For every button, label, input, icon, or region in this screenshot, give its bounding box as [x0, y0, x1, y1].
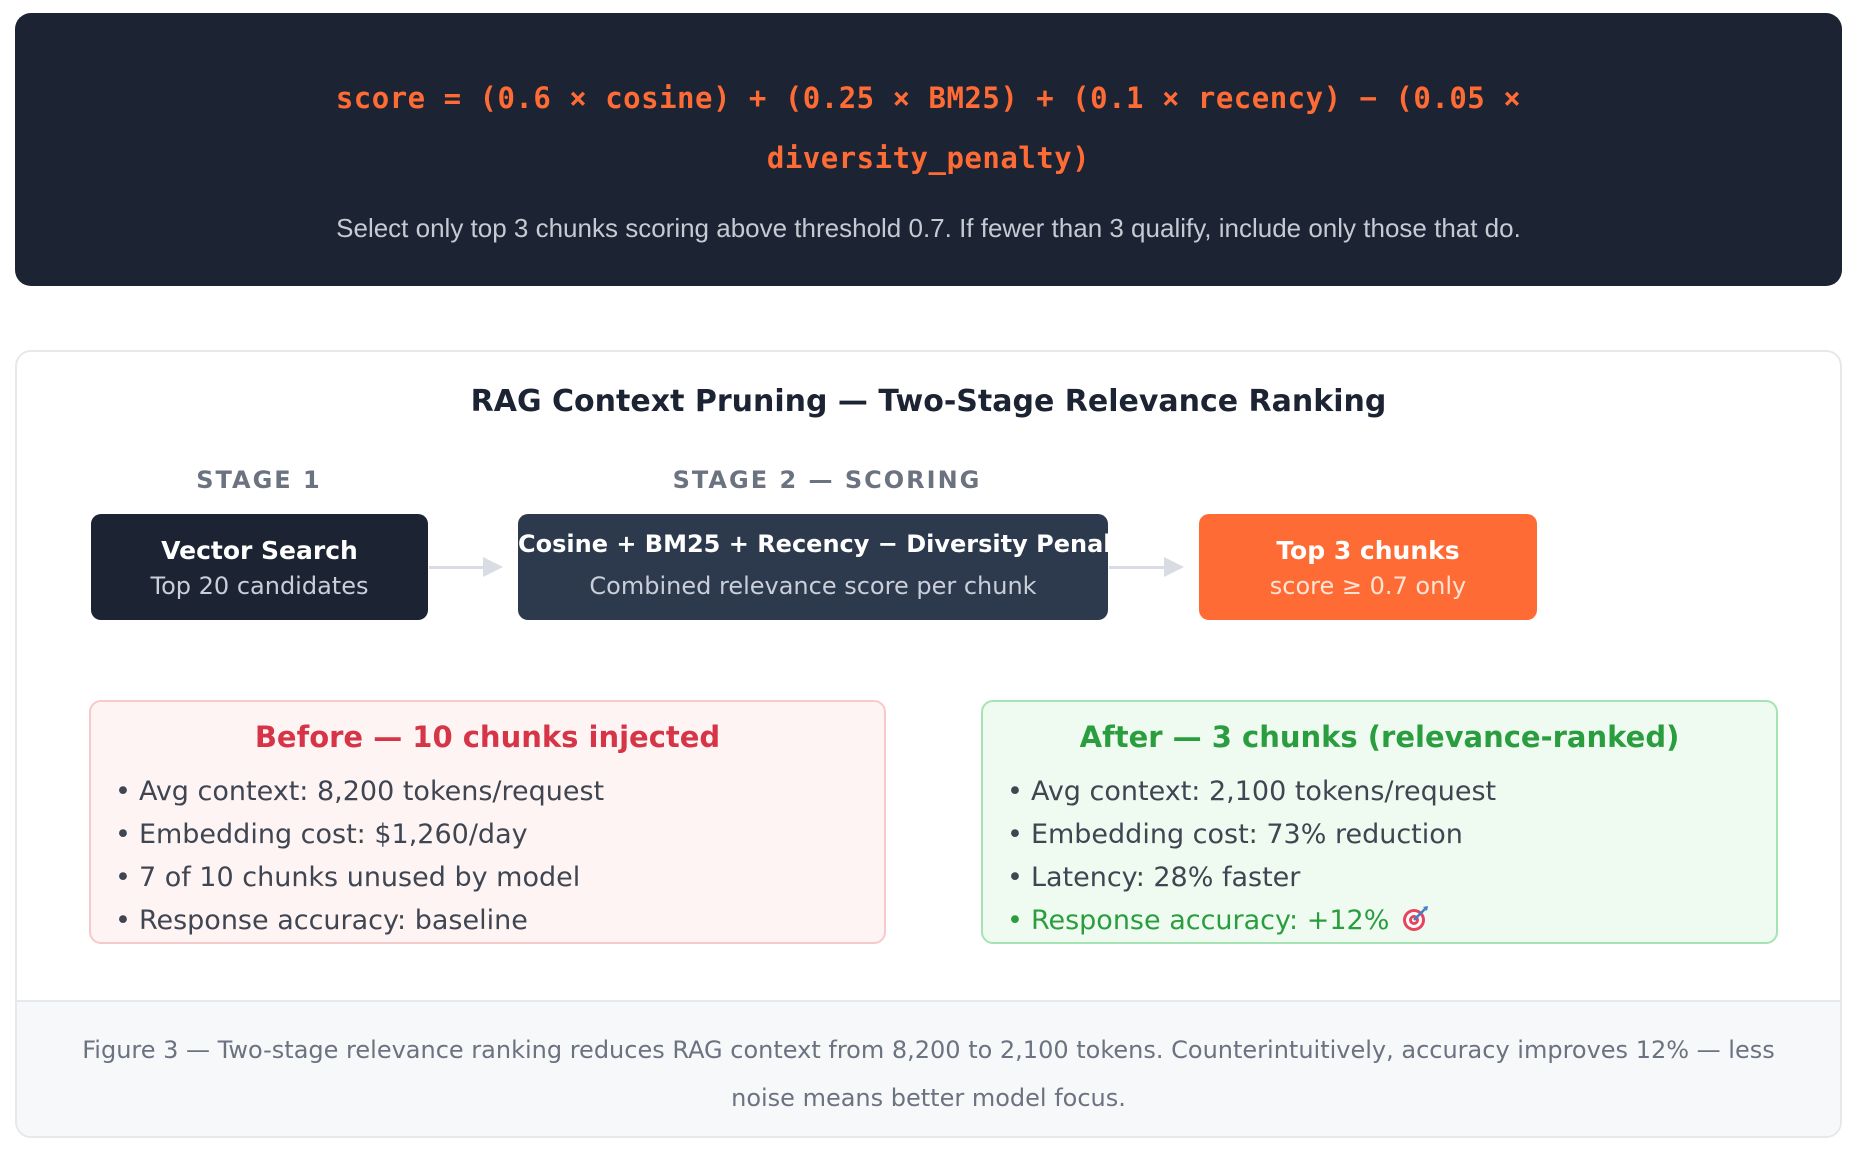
list-item: •Avg context: 8,200 tokens/request [115, 776, 605, 807]
after-list: •Avg context: 2,100 tokens/request •Embe… [1007, 770, 1496, 942]
figure-card: RAG Context Pruning — Two-Stage Relevanc… [15, 350, 1842, 1138]
list-item: •Embedding cost: $1,260/day [115, 819, 528, 850]
after-title: After — 3 chunks (relevance-ranked) [1079, 720, 1680, 754]
vector-search-box: Vector Search Top 20 candidates [91, 514, 428, 620]
formula-line-2: diversity_penalty) [766, 141, 1091, 175]
top-chunks-title: Top 3 chunks [1276, 536, 1460, 565]
scoring-title: Cosine + BM25 + Recency − Diversity Pena… [518, 530, 1139, 558]
top-chunks-box: Top 3 chunks score ≥ 0.7 only [1199, 514, 1537, 620]
stage-2-label: STAGE 2 — SCORING [672, 466, 982, 494]
top-chunks-subtitle: score ≥ 0.7 only [1269, 572, 1467, 600]
formula-panel: score = (0.6 × cosine) + (0.25 × BM25) +… [15, 13, 1842, 286]
list-item: •7 of 10 chunks unused by model [115, 862, 581, 893]
arrow-right-icon [429, 557, 503, 577]
list-item: •Avg context: 2,100 tokens/request [1007, 776, 1497, 807]
figure-title: RAG Context Pruning — Two-Stage Relevanc… [470, 384, 1387, 419]
after-panel: After — 3 chunks (relevance-ranked) •Avg… [981, 700, 1778, 944]
stage-1-label: STAGE 1 [196, 466, 322, 494]
list-item-highlight: •Response accuracy: +12% [1007, 899, 1496, 942]
list-item: •Embedding cost: 73% reduction [1007, 819, 1463, 850]
vector-search-subtitle: Top 20 candidates [150, 572, 369, 600]
before-title: Before — 10 chunks injected [254, 720, 721, 754]
before-list: •Avg context: 8,200 tokens/request •Embe… [115, 770, 604, 942]
figure-caption: Figure 3 — Two-stage relevance ranking r… [17, 1000, 1840, 1136]
scoring-subtitle: Combined relevance score per chunk [589, 572, 1037, 600]
arrow-right-icon [1109, 557, 1184, 577]
formula-note: Select only top 3 chunks scoring above t… [336, 213, 1521, 243]
before-panel: Before — 10 chunks injected •Avg context… [89, 700, 886, 944]
target-icon [1401, 905, 1429, 933]
scoring-box: Cosine + BM25 + Recency − Diversity Pena… [518, 514, 1139, 620]
formula-line-1: score = (0.6 × cosine) + (0.25 × BM25) +… [335, 81, 1522, 115]
list-item: •Latency: 28% faster [1007, 862, 1301, 893]
list-item: •Response accuracy: baseline [115, 905, 528, 936]
vector-search-title: Vector Search [161, 536, 358, 565]
